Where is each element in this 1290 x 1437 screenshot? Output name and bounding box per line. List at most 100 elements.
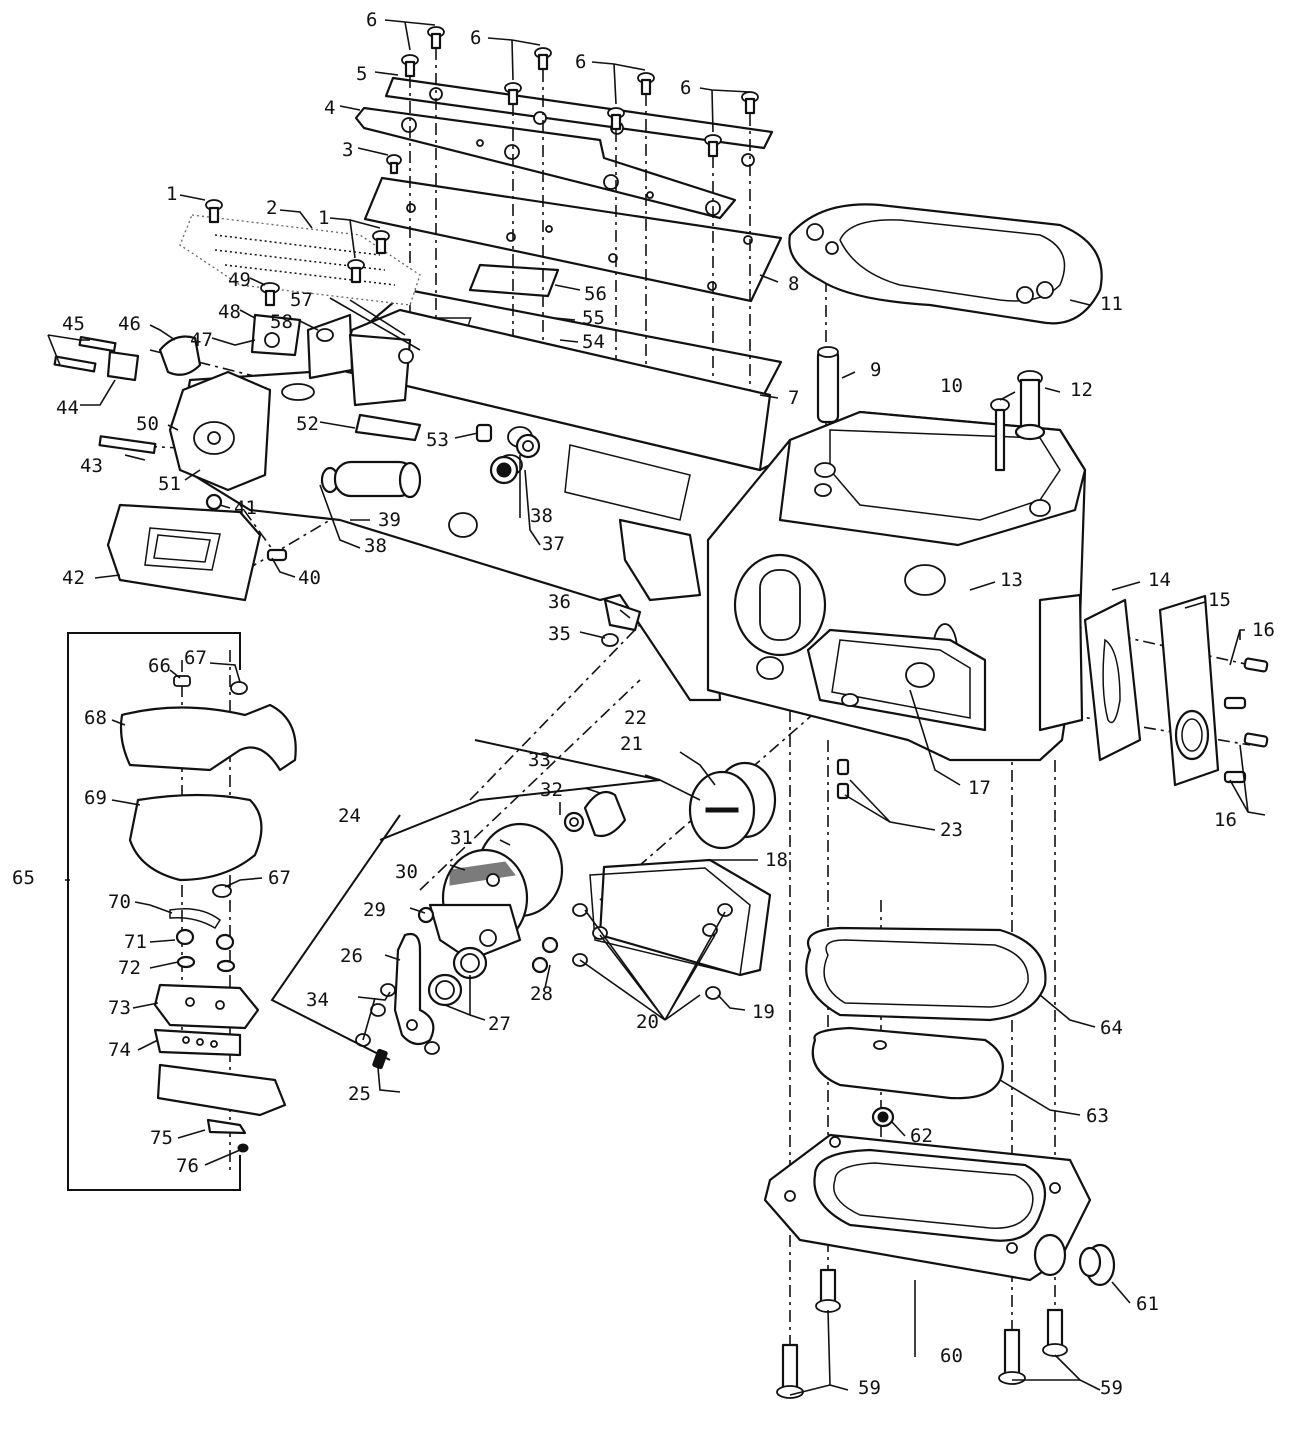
gasket-11 xyxy=(788,203,1103,325)
lever-26 xyxy=(355,932,440,1055)
callout-3: 3 xyxy=(342,139,353,161)
callout-73: 73 xyxy=(108,997,131,1019)
callout-57: 57 xyxy=(290,289,313,311)
callout-13: 13 xyxy=(1000,569,1023,591)
bracket-48-47 xyxy=(250,282,302,357)
screws-6 xyxy=(401,26,759,158)
callout-10: 10 xyxy=(940,375,963,397)
callout-42: 42 xyxy=(62,567,85,589)
part-52-53 xyxy=(354,413,493,443)
part-58-57 xyxy=(306,313,414,407)
callout-58: 58 xyxy=(270,311,293,333)
callout-46: 46 xyxy=(118,313,141,335)
bolts-59 xyxy=(776,1268,1068,1399)
callout-23: 23 xyxy=(940,819,963,841)
callout-30: 30 xyxy=(395,861,418,883)
callout-29: 29 xyxy=(363,899,386,921)
callout-35: 35 xyxy=(548,623,571,645)
callout-60: 60 xyxy=(940,1345,963,1367)
callout-21: 21 xyxy=(620,733,643,755)
callout-38-a: 38 xyxy=(530,505,553,527)
pin-9 xyxy=(816,346,840,424)
callout-76: 76 xyxy=(176,1155,199,1177)
callout-50: 50 xyxy=(136,413,159,435)
callout-53: 53 xyxy=(426,429,449,451)
callout-74: 74 xyxy=(108,1039,131,1061)
callout-16-a: 16 xyxy=(1252,619,1275,641)
leader-lines xyxy=(47,19,1266,1396)
callout-40: 40 xyxy=(298,567,321,589)
plug-62 xyxy=(871,1106,895,1128)
callout-47: 47 xyxy=(190,329,213,351)
callout-37: 37 xyxy=(542,533,565,555)
callout-19: 19 xyxy=(752,1001,775,1023)
callout-6-b: 6 xyxy=(470,27,481,49)
callout-59-b: 59 xyxy=(1100,1377,1123,1399)
callout-48: 48 xyxy=(218,301,241,323)
callout-5: 5 xyxy=(356,63,367,85)
callout-31: 31 xyxy=(450,827,473,849)
callout-8: 8 xyxy=(788,273,799,295)
pins-23 xyxy=(836,758,850,800)
callout-65: 65 xyxy=(12,867,35,889)
box-65-frame xyxy=(67,632,241,1191)
callout-12: 12 xyxy=(1070,379,1093,401)
base-60 xyxy=(763,1133,1092,1282)
callout-6-d: 6 xyxy=(680,77,691,99)
callout-71: 71 xyxy=(124,931,147,953)
callout-72: 72 xyxy=(118,957,141,979)
callout-6-c: 6 xyxy=(575,51,586,73)
callout-68: 68 xyxy=(84,707,107,729)
spool-39 xyxy=(320,460,422,499)
plate-4 xyxy=(354,106,737,220)
callout-75: 75 xyxy=(150,1127,173,1149)
callout-61: 61 xyxy=(1136,1293,1159,1315)
callout-33: 33 xyxy=(528,749,551,771)
callout-4: 4 xyxy=(324,97,335,119)
callout-24: 24 xyxy=(338,805,361,827)
callout-70: 70 xyxy=(108,891,131,913)
callout-2: 2 xyxy=(266,197,277,219)
nut-37-38 xyxy=(489,433,541,485)
part-40 xyxy=(266,548,288,562)
callout-15: 15 xyxy=(1208,589,1231,611)
callout-62: 62 xyxy=(910,1125,933,1147)
group-24-frame-lower xyxy=(270,814,401,1061)
main-housing xyxy=(168,308,1087,762)
part-44-45 xyxy=(53,336,140,382)
plate-8 xyxy=(363,176,783,303)
screw-10 xyxy=(990,398,1010,472)
callout-44: 44 xyxy=(56,397,79,419)
cover-42 xyxy=(106,503,262,602)
callout-16-b: 16 xyxy=(1214,809,1237,831)
screws-1 xyxy=(205,199,390,284)
callout-20: 20 xyxy=(636,1011,659,1033)
callout-6-a: 6 xyxy=(366,9,377,31)
part-41 xyxy=(205,493,223,511)
gasket-64 xyxy=(805,926,1047,1022)
callout-63: 63 xyxy=(1086,1105,1109,1127)
part-33-32 xyxy=(563,790,627,838)
callout-1-a: 1 xyxy=(166,183,177,205)
part-46 xyxy=(158,335,202,376)
callout-9: 9 xyxy=(870,359,881,381)
cover-15 xyxy=(1158,594,1220,787)
group-24-frame xyxy=(379,739,661,841)
callout-27: 27 xyxy=(488,1013,511,1035)
callout-labels: 1 1 2 3 4 5 6 6 6 6 7 8 9 10 11 12 13 14… xyxy=(12,9,1275,1399)
screw-25 xyxy=(372,1048,388,1070)
callout-49: 49 xyxy=(228,269,251,291)
plate-63 xyxy=(811,1026,1004,1100)
callout-14: 14 xyxy=(1148,569,1171,591)
callout-7: 7 xyxy=(788,387,799,409)
callout-45: 45 xyxy=(62,313,85,335)
screw-3 xyxy=(386,154,402,175)
box-65-parts xyxy=(119,675,297,1153)
callout-67-a: 67 xyxy=(184,647,207,669)
pin-43 xyxy=(98,435,157,454)
callout-41: 41 xyxy=(234,497,257,519)
callout-39: 39 xyxy=(378,509,401,531)
screws-16 xyxy=(1223,657,1269,784)
cap-21-22 xyxy=(688,761,777,850)
